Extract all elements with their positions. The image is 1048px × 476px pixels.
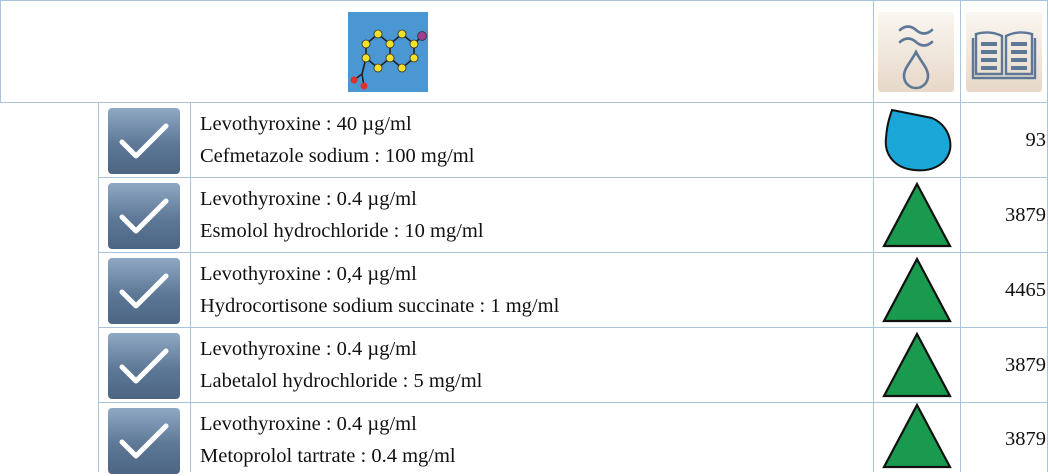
checkmark-icon [119,198,169,234]
checkmark-icon [119,123,169,159]
molecule-structure-icon[interactable] [348,12,428,92]
wave-drop-icon[interactable] [878,12,954,92]
drug-2-text: Esmolol hydrochloride : 10 mg/ml [200,220,484,242]
checkmark-icon [119,273,169,309]
reference-number[interactable]: 3879 [1005,354,1046,376]
grid-line [873,0,874,472]
grid-line [98,177,1048,178]
grid-line [0,0,1048,1]
drug-1-text: Levothyroxine : 0.4 µg/ml [200,413,417,435]
drug-1-text: Levothyroxine : 0.4 µg/ml [200,188,417,210]
reference-number[interactable]: 3879 [1005,428,1046,450]
open-book-icon[interactable] [966,12,1042,92]
triangle-icon [880,330,954,400]
grid-line [0,0,1,102]
triangle-icon [880,401,954,471]
checkmark-icon [119,348,169,384]
grid-line [0,102,1048,103]
row-checkbox[interactable] [108,333,180,399]
row-checkbox[interactable] [108,108,180,174]
drug-2-text: Labetalol hydrochloride : 5 mg/ml [200,370,483,392]
drug-1-text: Levothyroxine : 0.4 µg/ml [200,338,417,360]
row-checkbox[interactable] [108,258,180,324]
row-checkbox[interactable] [108,183,180,249]
drop-icon [880,104,954,174]
drug-2-text: Metoprolol tartrate : 0.4 mg/ml [200,445,456,467]
grid-line [98,327,1048,328]
grid-line [960,0,961,472]
reference-number[interactable]: 4465 [1005,279,1046,301]
checkmark-icon [119,423,169,459]
triangle-icon [880,255,954,325]
triangle-icon [880,180,954,250]
reference-number[interactable]: 3879 [1005,204,1046,226]
drug-2-text: Hydrocortisone sodium succinate : 1 mg/m… [200,295,560,317]
drug-1-text: Levothyroxine : 0,4 µg/ml [200,263,417,285]
grid-line [98,252,1048,253]
grid-line [98,102,99,472]
drug-2-text: Cefmetazole sodium : 100 mg/ml [200,145,475,167]
row-checkbox[interactable] [108,408,180,474]
reference-number[interactable]: 93 [1025,129,1047,151]
grid-line [98,402,1048,403]
grid-line [190,102,191,472]
drug-1-text: Levothyroxine : 40 µg/ml [200,113,412,135]
